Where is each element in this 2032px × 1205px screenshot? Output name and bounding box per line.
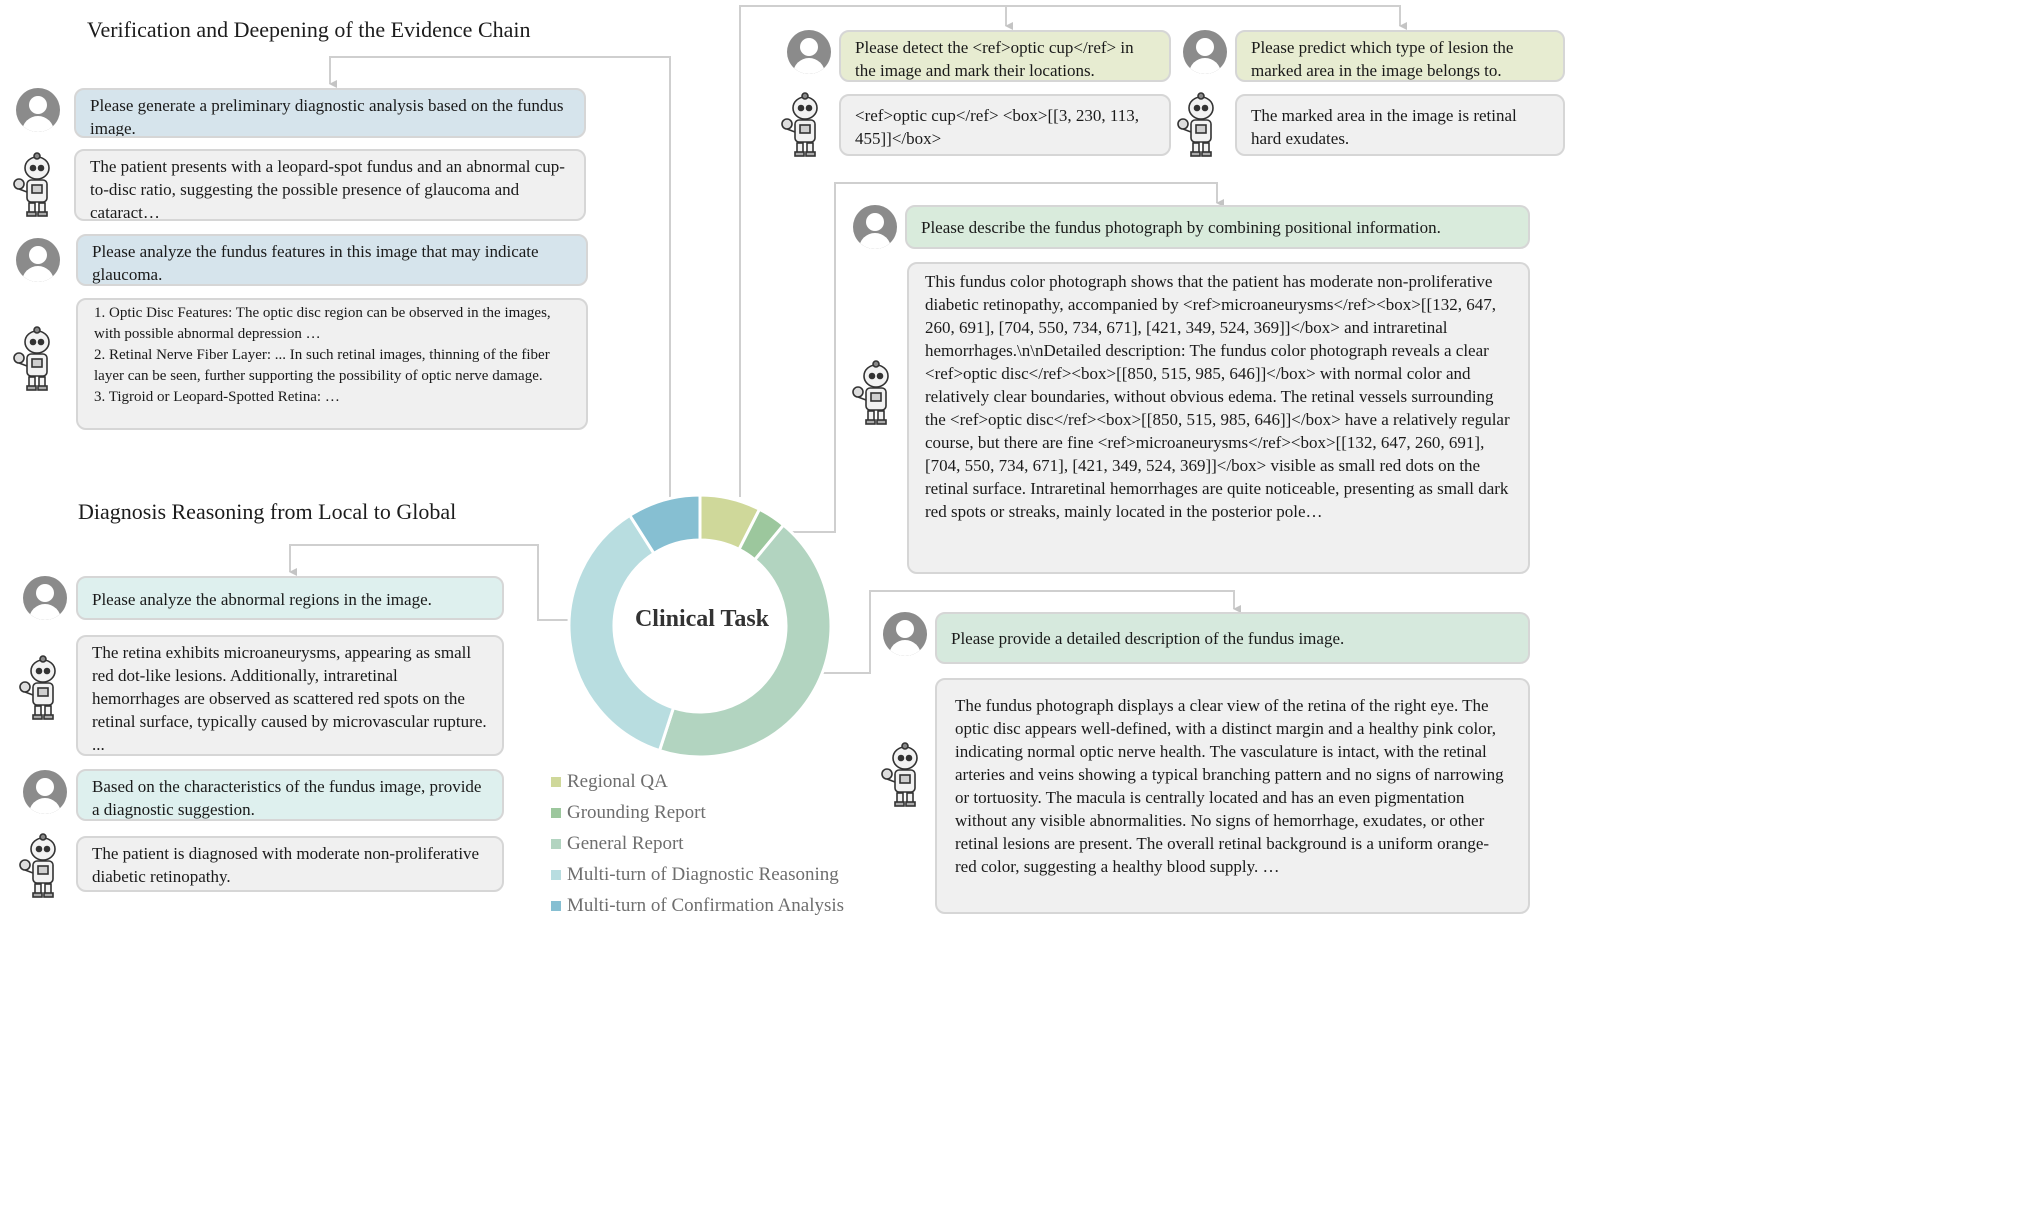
question-bubble-detailed-description: Please provide a detailed description of…	[935, 612, 1530, 664]
robot-doctor-icon	[1177, 92, 1214, 157]
connector-grounding-report	[790, 182, 1224, 533]
robot-doctor-icon	[852, 360, 889, 425]
answer-bubble-diagnosis: The patient is diagnosed with moderate n…	[76, 836, 504, 892]
legend-swatch	[551, 776, 561, 787]
donut-segment-general-report	[657, 522, 833, 759]
user-avatar-icon	[853, 205, 897, 249]
robot-doctor-icon	[881, 742, 918, 807]
user-avatar-icon	[23, 770, 67, 814]
donut-segment-multi-turn-of-diagnostic-reasoning	[567, 513, 676, 753]
connector-lines	[289, 5, 1407, 674]
connector-regional-qa	[739, 5, 1407, 497]
user-avatar-icon	[883, 612, 927, 656]
donut-center-label: Clinical Task	[634, 606, 770, 632]
donut-legend: Regional QA Grounding Report General Rep…	[551, 766, 844, 921]
question-bubble-predict-lesion: Please predict which type of lesion the …	[1235, 30, 1565, 82]
user-avatar-icon	[787, 30, 831, 74]
connector-evidence-chain	[329, 56, 671, 497]
feature-line-nerve-fiber: 2. Retinal Nerve Fiber Layer: ... In suc…	[94, 347, 550, 384]
donut-segment-multi-turn-of-confirmation-analysis	[627, 493, 702, 556]
answer-bubble-preliminary: The patient presents with a leopard-spot…	[74, 149, 586, 221]
legend-item-diagnostic-reasoning: Multi-turn of Diagnostic Reasoning	[551, 859, 844, 890]
question-bubble-detect-optic-cup: Please detect the <ref>optic cup</ref> i…	[839, 30, 1171, 82]
legend-item-general-report: General Report	[551, 828, 844, 859]
answer-bubble-glaucoma-features: 1. Optic Disc Features: The optic disc r…	[76, 298, 588, 430]
answer-bubble-abnormal-regions: The retina exhibits microaneurysms, appe…	[76, 635, 504, 756]
question-bubble-glaucoma: Please analyze the fundus features in th…	[76, 234, 588, 286]
user-avatar-icon	[1183, 30, 1227, 74]
section-title-evidence-chain: Verification and Deepening of the Eviden…	[87, 17, 531, 42]
question-bubble-abnormal-regions: Please analyze the abnormal regions in t…	[76, 576, 504, 620]
legend-swatch	[551, 807, 561, 818]
robot-doctor-icon	[781, 92, 818, 157]
legend-swatch	[551, 838, 561, 849]
user-avatar-icon	[23, 576, 67, 620]
question-bubble-preliminary: Please generate a preliminary diagnostic…	[74, 88, 586, 138]
answer-bubble-general-report: The fundus photograph displays a clear v…	[935, 678, 1530, 914]
user-avatar-icon	[16, 238, 60, 282]
question-bubble-positional-description: Please describe the fundus photograph by…	[905, 205, 1530, 249]
answer-bubble-lesion-type: The marked area in the image is retinal …	[1235, 94, 1565, 156]
legend-item-grounding-report: Grounding Report	[551, 797, 844, 828]
feature-line-leopard: 3. Tigroid or Leopard-Spotted Retina: …	[94, 389, 340, 405]
robot-doctor-icon	[19, 833, 56, 898]
robot-doctor-icon	[19, 655, 56, 720]
robot-doctor-icon	[13, 152, 50, 217]
connector-local-global	[289, 544, 570, 621]
robot-doctor-icon	[13, 326, 50, 391]
answer-bubble-optic-cup-box: <ref>optic cup</ref> <box>[[3, 230, 113,…	[839, 94, 1171, 156]
clinical-task-donut	[567, 493, 833, 759]
question-bubble-diagnostic-suggestion: Based on the characteristics of the fund…	[76, 769, 504, 821]
answer-bubble-grounding-report: This fundus color photograph shows that …	[907, 262, 1530, 574]
legend-swatch	[551, 900, 561, 911]
legend-item-confirmation-analysis: Multi-turn of Confirmation Analysis	[551, 890, 844, 921]
connector-general-report	[822, 590, 1241, 674]
feature-line-optic-disc: 1. Optic Disc Features: The optic disc r…	[94, 305, 551, 342]
user-avatar-icon	[16, 88, 60, 132]
legend-item-regional-qa: Regional QA	[551, 766, 844, 797]
legend-swatch	[551, 869, 561, 880]
section-title-local-global: Diagnosis Reasoning from Local to Global	[78, 499, 457, 524]
